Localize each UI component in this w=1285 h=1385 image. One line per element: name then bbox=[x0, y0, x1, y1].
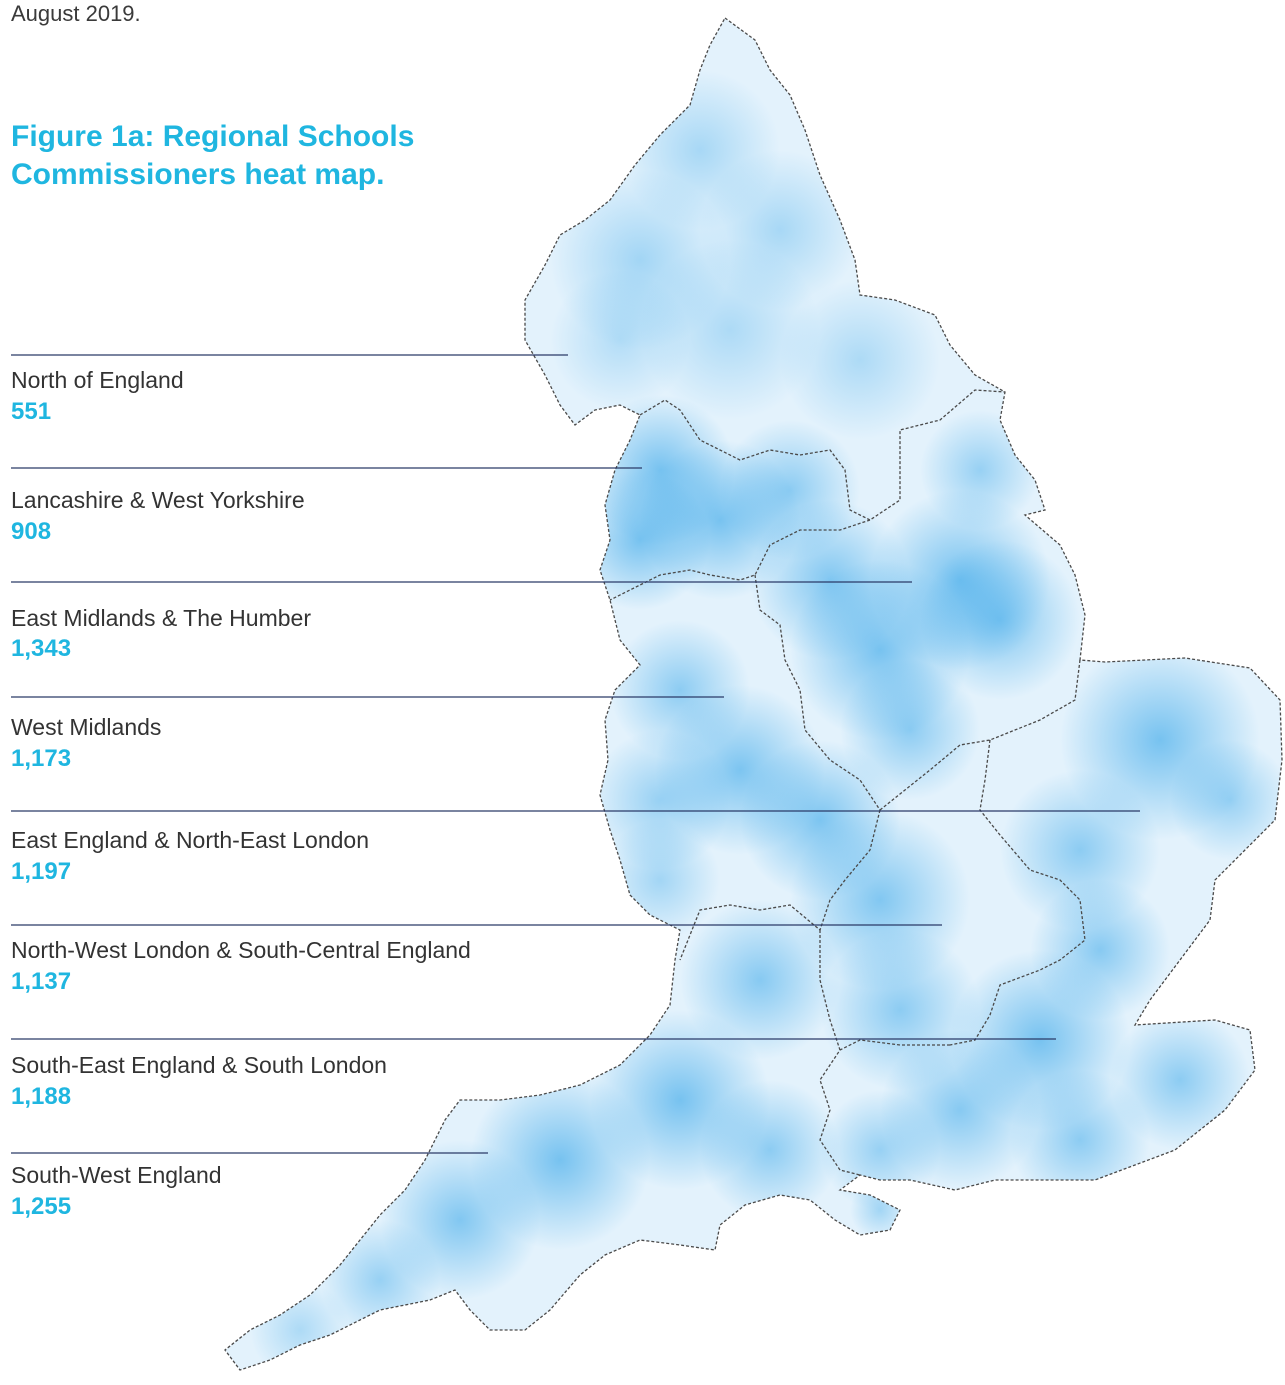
region-label-southeast: South-East England & South London bbox=[11, 1052, 387, 1078]
region-label-southwest: South-West England bbox=[11, 1162, 222, 1188]
boundary-eastmidlands-westmidlands bbox=[754, 574, 881, 811]
region-label-westmidlands: West Midlands bbox=[11, 714, 162, 740]
boundary-north-lancashire bbox=[639, 389, 1006, 521]
figure-title: Figure 1a: Regional Schools Commissioner… bbox=[11, 120, 415, 191]
region-value-east: 1,197 bbox=[11, 858, 72, 885]
region-boundaries bbox=[609, 389, 1086, 1176]
england-outline bbox=[224, 17, 1283, 1371]
region-label-eastmidlands: East Midlands & The Humber bbox=[11, 605, 311, 631]
boundary-southcentral-southwest bbox=[819, 930, 841, 1051]
region-value-southcentral: 1,137 bbox=[11, 968, 72, 995]
region-label-southcentral: North-West London & South-Central Englan… bbox=[11, 937, 471, 963]
region-value-lancashire: 908 bbox=[11, 518, 52, 545]
boundary-west-southcentral bbox=[679, 809, 881, 961]
region-value-westmidlands: 1,173 bbox=[11, 745, 72, 772]
region-label-north: North of England bbox=[11, 367, 184, 393]
region-value-southeast: 1,188 bbox=[11, 1083, 72, 1110]
intro-text: August 2019. bbox=[11, 1, 141, 26]
region-value-southwest: 1,255 bbox=[11, 1193, 72, 1220]
boundary-eastmidlands-east bbox=[879, 659, 1081, 811]
leader-lines bbox=[11, 354, 1140, 1154]
boundary-southcentral-southeast bbox=[819, 1039, 950, 1176]
region-label-lancashire: Lancashire & West Yorkshire bbox=[11, 487, 305, 513]
region-value-north: 551 bbox=[11, 398, 52, 425]
heat-layer bbox=[225, 18, 1282, 1370]
boundary-east-southcentral bbox=[949, 739, 1086, 1046]
region-value-eastmidlands: 1,343 bbox=[11, 635, 72, 662]
region-label-east: East England & North-East London bbox=[11, 827, 370, 853]
